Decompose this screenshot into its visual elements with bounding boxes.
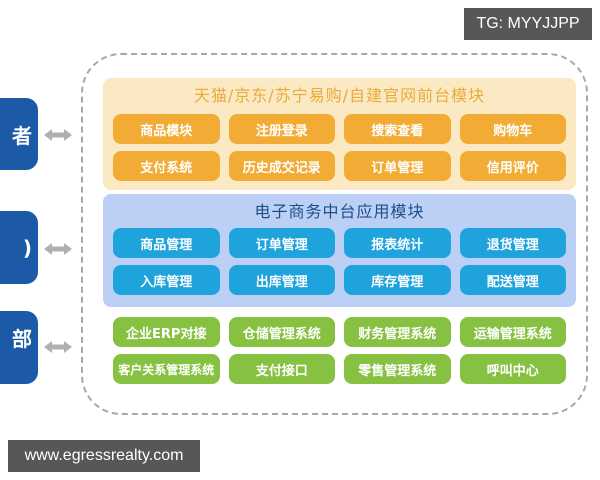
backend-system-item: 运输管理系统: [459, 317, 566, 347]
middle-module-item: 库存管理: [344, 265, 451, 295]
middle-module-item: 订单管理: [228, 228, 335, 258]
middle-module-item: 退货管理: [459, 228, 566, 258]
middle-module-item: 出库管理: [228, 265, 335, 295]
middle-module-item: 配送管理: [459, 265, 566, 295]
front-module-item: 历史成交记录: [228, 151, 335, 181]
backend-system-item: 呼叫中心: [459, 354, 566, 384]
left-node-3: 部: [0, 311, 38, 384]
middle-module-item: 商品管理: [113, 228, 220, 258]
middle-module-item: 入库管理: [113, 265, 220, 295]
left-node-2: ): [0, 211, 38, 284]
middle-panel-title: 电子商务中台应用模块: [254, 202, 425, 221]
backend-system-item: 支付接口: [228, 354, 335, 384]
backend-system-item: 零售管理系统: [344, 354, 451, 384]
front-module-item: 商品模块: [113, 114, 220, 144]
middle-module-item: 报表统计: [344, 228, 451, 258]
bidirectional-arrow-icon: [44, 243, 72, 255]
front-module-item: 信用评价: [459, 151, 566, 181]
left-node-1: 者: [0, 98, 38, 170]
bidirectional-arrow-icon: [44, 341, 72, 353]
backend-systems-panel: 企业ERP对接 仓储管理系统 财务管理系统 运输管理系统 客户关系管理系统 支付…: [103, 310, 576, 392]
bidirectional-arrow-icon: [44, 129, 72, 141]
front-module-item: 注册登录: [228, 114, 335, 144]
left-node-2-label: ): [22, 235, 32, 260]
backend-system-item: 客户关系管理系统: [113, 354, 220, 384]
front-module-item: 搜索查看: [344, 114, 451, 144]
backend-system-item: 仓储管理系统: [228, 317, 335, 347]
front-module-item: 购物车: [459, 114, 566, 144]
left-node-3-label: 部: [12, 327, 32, 351]
watermark-bottom-left: www.egressrealty.com: [8, 440, 200, 472]
backend-system-item: 财务管理系统: [344, 317, 451, 347]
front-panel-title: 天猫/京东/苏宁易购/自建官网前台模块: [193, 86, 486, 105]
front-module-item: 订单管理: [344, 151, 451, 181]
left-node-1-label: 者: [12, 123, 32, 148]
backend-system-item: 企业ERP对接: [113, 317, 220, 347]
platform-boundary: [81, 53, 588, 415]
front-module-panel: 天猫/京东/苏宁易购/自建官网前台模块 商品模块 注册登录 搜索查看 购物车 支…: [103, 78, 576, 190]
watermark-top-right: TG: MYYJJPP: [464, 8, 592, 40]
front-module-item: 支付系统: [113, 151, 220, 181]
middle-platform-panel: 电子商务中台应用模块 商品管理 订单管理 报表统计 退货管理 入库管理 出库管理…: [103, 194, 576, 307]
